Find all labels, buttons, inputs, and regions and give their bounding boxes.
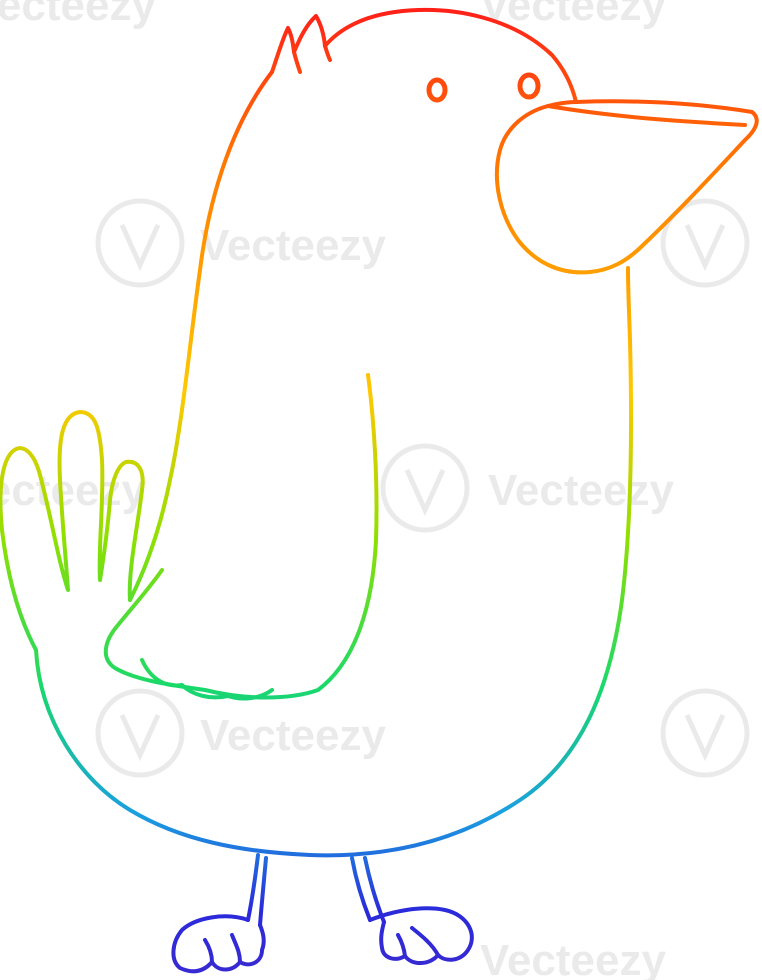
bird-eye-icon — [426, 77, 448, 103]
left-leg — [246, 853, 268, 927]
watermark-text: Vecteezy — [200, 221, 386, 270]
head-crest-inner — [292, 44, 332, 74]
right-leg — [350, 856, 386, 924]
watermark-logo-icon — [95, 688, 185, 778]
tail-feathers — [0, 410, 145, 652]
watermark-logo-icon — [660, 198, 750, 288]
watermark-text: Vecteezy — [0, 0, 156, 30]
bird-eye-icon — [517, 72, 541, 100]
wing-outline — [103, 373, 379, 700]
beak-line — [546, 104, 747, 127]
watermark-logo-icon — [95, 198, 185, 288]
bird-body-outline — [34, 70, 634, 858]
watermark-text: Vecteezy — [488, 466, 674, 515]
beak-outline — [494, 99, 759, 275]
watermark-logo-icon — [380, 443, 470, 533]
watermark-logo-icon — [660, 688, 750, 778]
wing-scallops — [140, 658, 274, 701]
left-foot — [171, 914, 266, 974]
watermark-text: Vecteezy — [200, 711, 386, 760]
watermark-text: Vecteezy — [480, 936, 666, 980]
right-foot-toes — [396, 926, 440, 958]
watermark-text: Vecteezy — [480, 0, 666, 30]
watermark-text: Vecteezy — [0, 466, 146, 515]
left-foot-toes — [203, 933, 242, 964]
